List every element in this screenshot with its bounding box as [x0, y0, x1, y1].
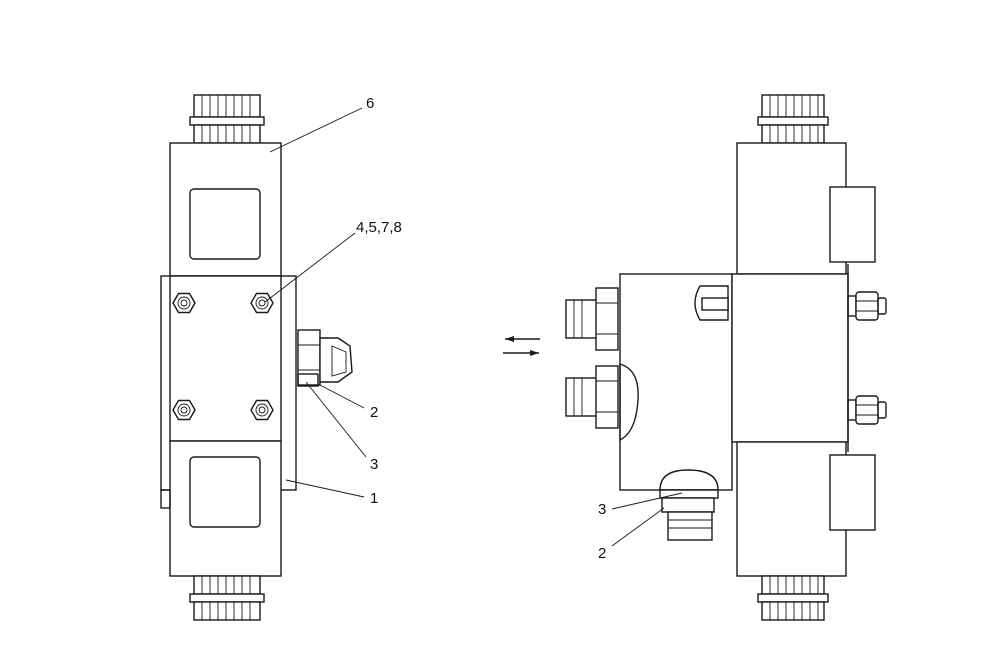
callout-3: 3 [370, 456, 378, 473]
side-bottom-solenoid [736, 441, 847, 577]
side-view: 3 2 [565, 94, 887, 621]
side-valve-body [731, 273, 849, 443]
bottom-connector [189, 575, 265, 621]
top-solenoid-window [189, 188, 261, 260]
leader-3-side [611, 492, 683, 510]
top-solenoid [169, 142, 282, 277]
leader-4578 [264, 232, 356, 303]
front-fitting [297, 329, 353, 387]
top-connector [189, 94, 265, 144]
side-section-mid [619, 363, 639, 442]
side-nut-upper [847, 291, 887, 321]
mounting-bolt [250, 399, 274, 421]
arrow-left [505, 336, 540, 342]
callout-2: 2 [370, 404, 378, 421]
side-fitting-lower [565, 365, 619, 429]
side-top-plug [829, 186, 876, 263]
front-view: 6 4,5,7,8 2 3 1 [160, 94, 402, 621]
callout-1: 1 [370, 490, 378, 507]
leader-1 [285, 479, 365, 498]
side-bottom-fitting [659, 469, 719, 541]
callout-3-side: 3 [598, 501, 606, 518]
callout-4578: 4,5,7,8 [356, 219, 402, 236]
bottom-solenoid-window [189, 456, 261, 528]
callout-6: 6 [366, 95, 374, 112]
arrow-right [503, 350, 539, 356]
side-top-solenoid [736, 142, 847, 275]
flow-arrows [503, 336, 540, 356]
leader-2 [317, 383, 365, 409]
side-bottom-plug [829, 454, 876, 531]
mounting-bolt [172, 292, 196, 314]
side-top-connector [757, 94, 829, 144]
leader-3 [305, 381, 367, 458]
callout-2-side: 2 [598, 545, 606, 562]
side-fitting-upper [565, 287, 619, 351]
mounting-bolt [172, 399, 196, 421]
side-section-top [694, 285, 729, 321]
side-bottom-connector [757, 575, 829, 621]
bottom-solenoid [169, 440, 282, 577]
mounting-bolt [250, 292, 274, 314]
side-nut-lower [847, 395, 887, 425]
leader-2-side [611, 507, 665, 547]
leader-6 [269, 107, 363, 153]
